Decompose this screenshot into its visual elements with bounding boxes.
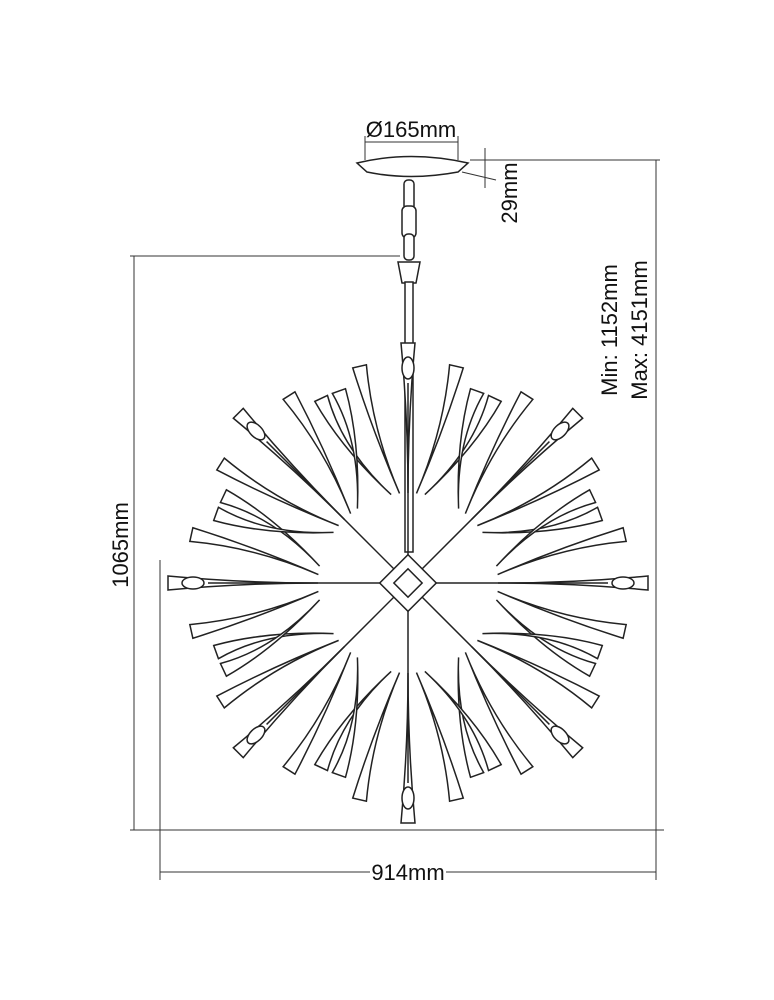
crystal-blade xyxy=(497,526,628,576)
arm xyxy=(266,582,409,725)
crystal-blade xyxy=(464,652,534,776)
canopy-diameter-label: Ø165mm xyxy=(366,117,456,142)
crystal-blade xyxy=(457,657,485,779)
crystal-blade xyxy=(415,363,465,494)
candle-bulb xyxy=(401,786,415,810)
crystal-blade xyxy=(219,599,321,678)
crystal-blade xyxy=(212,632,334,660)
crystal-blade xyxy=(351,363,401,494)
crystal-blade xyxy=(482,506,604,534)
crystal-blade xyxy=(495,599,597,678)
crystal-blade xyxy=(457,387,485,509)
crystal-blade xyxy=(188,526,319,576)
crystal-blade xyxy=(215,457,339,527)
drop-min-label: Min: 1152mm xyxy=(597,264,622,396)
drop-max-label: Max: 4151mm xyxy=(627,260,652,399)
candle-bulb xyxy=(550,421,570,441)
crystal-blade xyxy=(219,488,321,567)
canopy-height-label: 29mm xyxy=(497,162,522,223)
crystal-blade xyxy=(477,457,601,527)
crystal-blade xyxy=(424,670,503,772)
crystal-blade xyxy=(313,670,392,772)
crystal-blade xyxy=(497,590,628,640)
crystal-blade xyxy=(415,672,465,803)
canopy-height-dimension: 29mm xyxy=(461,148,660,224)
crystal-blade xyxy=(282,652,352,776)
candle-bulb xyxy=(611,576,635,590)
crystal-blade xyxy=(215,639,339,709)
height-label: 1065mm xyxy=(108,502,133,588)
crystal-blade xyxy=(331,657,359,779)
canopy-diameter-dimension: Ø165mm xyxy=(364,117,459,160)
crystal-blade xyxy=(188,590,319,640)
arm xyxy=(407,441,550,584)
width-dimension: 914mm xyxy=(159,560,657,885)
center-hub xyxy=(378,553,438,613)
crystal-blade xyxy=(282,390,352,514)
crystal-blade xyxy=(424,394,503,496)
height-dimension: 1065mm xyxy=(108,255,420,831)
width-label: 914mm xyxy=(371,860,444,885)
crystal-blade xyxy=(313,394,392,496)
arm xyxy=(407,582,550,725)
candle-bulb xyxy=(550,725,570,745)
candle-bulb xyxy=(246,421,266,441)
drop-dimension: Min: 1152mm Max: 4151mm xyxy=(420,160,664,831)
arm xyxy=(266,441,409,584)
crystal-blade xyxy=(351,672,401,803)
candle-bulb xyxy=(246,725,266,745)
ceiling-canopy xyxy=(355,155,470,178)
crystal-blade xyxy=(477,639,601,709)
crystal-blade xyxy=(464,390,534,514)
chandelier-arms xyxy=(181,356,635,810)
crystal-blade xyxy=(212,506,334,534)
crystal-blade xyxy=(331,387,359,509)
crystal-blade xyxy=(482,632,604,660)
crystal-blade xyxy=(495,488,597,567)
candle-bulb xyxy=(401,356,415,380)
candle-bulb xyxy=(181,576,205,590)
